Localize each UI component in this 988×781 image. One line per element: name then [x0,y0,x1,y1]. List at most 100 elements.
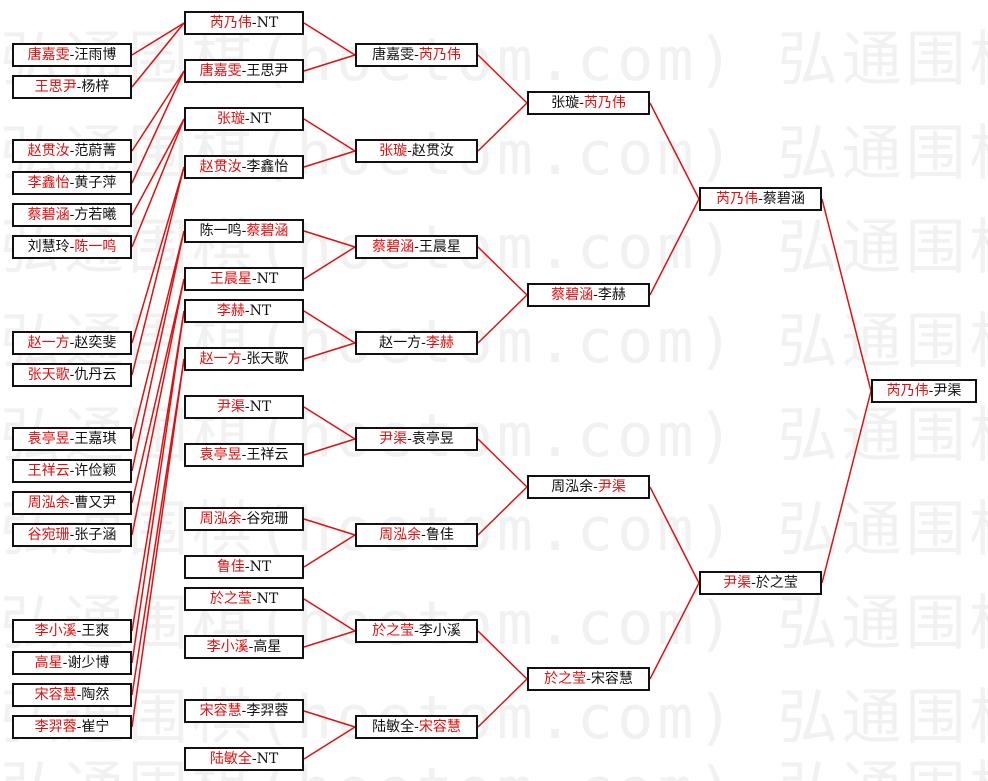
connector-line [303,534,356,568]
player-a: 於之莹 [209,591,252,607]
player-b: 范蔚菁 [74,143,117,159]
player-a: 蔡碧涵 [551,287,594,303]
match-box: 唐嘉雯-芮乃伟 [355,43,478,67]
player-a: 周泓余 [551,479,594,495]
player-a: 王晨星 [209,271,252,287]
player-b: NT [249,399,272,415]
match-box: 周泓余-鲁佳 [355,523,478,547]
match-box: 赵贯汝-范蔚菁 [12,139,132,163]
player-b: 杨梓 [81,79,110,95]
connector-line [303,630,356,648]
player-a: 高星 [34,655,63,671]
player-b: 蔡碧涵 [246,223,289,239]
player-a: 张璇 [551,95,580,111]
player-b: 李小溪 [418,623,461,639]
match-box: 鲁佳-NT [184,555,304,579]
match-box: 赵贯汝-李鑫怡 [184,155,304,179]
match-box: 芮乃伟-NT [184,11,304,35]
player-a: 尹渠 [216,399,245,415]
player-a: 李小溪 [206,639,249,655]
player-a: 宋容慧 [34,687,77,703]
player-a: 周泓余 [199,511,242,527]
match-box: 陈一鸣-蔡碧涵 [184,219,304,243]
player-b: 王嘉琪 [74,431,117,447]
player-a: 李小溪 [34,623,77,639]
player-a: 蔡碧涵 [372,239,415,255]
player-a: 周泓余 [379,527,422,543]
player-b: 鲁佳 [425,527,454,543]
watermark-text: 弘通围棋(hoetom.com) 弘通围棋(hoetom.com) 弘通围棋(h… [0,495,988,565]
match-box: 张天歌-仇丹云 [12,363,132,387]
player-b: 谷宛珊 [246,511,289,527]
connector-line [131,310,185,664]
player-a: 赵贯汝 [27,143,70,159]
watermark-text: 弘通围棋(hoetom.com) 弘通围棋(hoetom.com) 弘通围棋(h… [0,213,988,283]
player-a: 赵一方 [379,335,422,351]
match-box: 蔡碧涵-李赫 [527,283,650,307]
player-a: 宋容慧 [199,703,242,719]
connector-line [649,582,700,680]
player-b: NT [256,751,279,767]
player-a: 唐嘉雯 [27,47,70,63]
connector-line [303,54,356,72]
connector-line [131,70,185,152]
match-box: 於之莹-宋容慧 [527,667,650,691]
player-a: 张璇 [216,111,245,127]
connector-line [303,726,356,760]
player-b: NT [249,559,272,575]
connector-line [131,166,185,344]
player-b: 汪雨博 [74,47,117,63]
player-a: 袁亭昱 [27,431,70,447]
player-b: 李赫 [597,287,626,303]
player-b: NT [256,15,279,31]
connector-line [131,118,185,248]
player-b: 芮乃伟 [418,47,461,63]
match-box: 蔡碧涵-方若曦 [12,203,132,227]
connector-line [477,486,528,536]
match-box: 王思尹-杨梓 [12,75,132,99]
connector-line [131,230,185,440]
connector-line [131,22,185,88]
match-box: 尹渠-袁亭昱 [355,427,478,451]
connector-line [821,198,872,392]
player-a: 赵贯汝 [199,159,242,175]
player-a: 蔡碧涵 [27,207,70,223]
player-b: 王爽 [81,623,110,639]
player-a: 李赫 [216,303,245,319]
player-b: 芮乃伟 [583,95,626,111]
match-box: 王晨星-NT [184,267,304,291]
player-a: 陈一鸣 [199,223,242,239]
player-b: 於之莹 [755,575,798,591]
connector-line [303,518,356,536]
connector-line [649,102,700,200]
match-box: 唐嘉雯-汪雨博 [12,43,132,67]
player-a: 陆敏全 [372,719,415,735]
match-box: 尹渠-於之莹 [699,571,822,595]
player-a: 王思尹 [34,79,77,95]
player-b: 尹渠 [597,479,626,495]
match-box: 周泓余-尹渠 [527,475,650,499]
player-b: NT [256,591,279,607]
match-box: 於之莹-李小溪 [355,619,478,643]
player-b: 王思尹 [246,63,289,79]
match-box: 宋容慧-陶然 [12,683,132,707]
match-box: 陆敏全-NT [184,747,304,771]
connector-line [477,102,528,152]
connector-line [303,406,356,440]
connector-line [131,70,185,184]
player-a: 李羿蓉 [34,719,77,735]
match-box: 李小溪-王爽 [12,619,132,643]
player-b: 许俭颖 [74,463,117,479]
player-b: 赵贯汝 [411,143,454,159]
player-b: 张子涵 [74,527,117,543]
player-b: 陶然 [81,687,110,703]
player-a: 周泓余 [27,495,70,511]
final-match-box: 芮乃伟-尹渠 [871,379,977,403]
match-box: 於之莹-NT [184,587,304,611]
match-box: 王祥云-许俭颖 [12,459,132,483]
player-a: 王祥云 [27,463,70,479]
player-a: 唐嘉雯 [199,63,242,79]
player-b: NT [249,111,272,127]
player-a: 芮乃伟 [886,383,929,399]
match-box: 赵一方-赵奕斐 [12,331,132,355]
